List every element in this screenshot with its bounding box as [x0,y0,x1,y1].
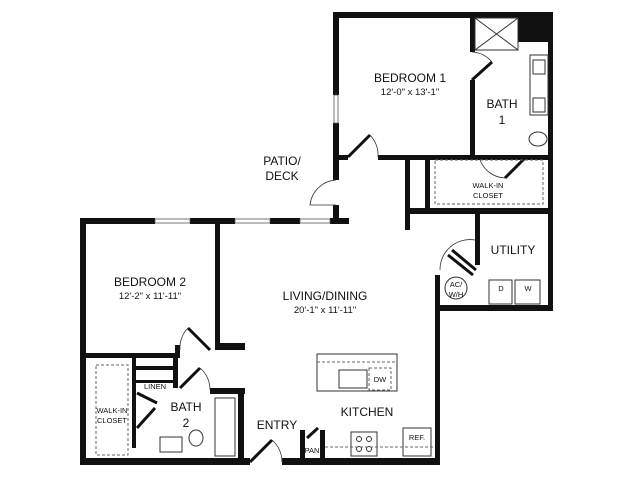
living-label: LIVING/DINING [283,289,368,303]
kitchen-label: KITCHEN [341,405,394,419]
entry-label: ENTRY [257,418,297,432]
bath2-number: 2 [183,416,190,430]
fixtures [95,17,549,457]
acwh-label-2: W/H [449,290,464,299]
dishwasher-label: DW [374,375,387,384]
utility-label: UTILITY [491,243,536,257]
living-dims: 20'-1" x 11'-11" [294,305,356,316]
doors [135,51,527,464]
closet2-label: WALK-IN [97,406,128,415]
acwh-label: AC/ [450,280,463,289]
washer-label: W [524,284,532,293]
bath1-number: 1 [499,113,506,127]
pantry-label: PAN [305,446,320,455]
walls [80,12,553,465]
bath2-label: BATH [170,400,201,414]
closet1-label-2: CLOSET [473,191,503,200]
bedroom1-dims: 12'-0" x 13'-1" [381,87,439,98]
labels: PATIO/ DECK BEDROOM 1 12'-0" x 13'-1" BA… [97,71,536,455]
bedroom2-dims: 12'-2" x 11'-11" [119,291,181,302]
windows [154,94,339,224]
closet1-label: WALK-IN [473,181,504,190]
bedroom1-label: BEDROOM 1 [374,71,446,85]
linen-label: LINEN [144,382,166,391]
fridge-label: REF. [409,433,425,442]
patio-label: PATIO/ [263,154,301,168]
bedroom2-label: BEDROOM 2 [114,275,186,289]
closet2-label-2: CLOSET [97,416,127,425]
bath1-label: BATH [486,97,517,111]
patio-label-2: DECK [265,169,298,183]
dryer-label: D [498,284,504,293]
